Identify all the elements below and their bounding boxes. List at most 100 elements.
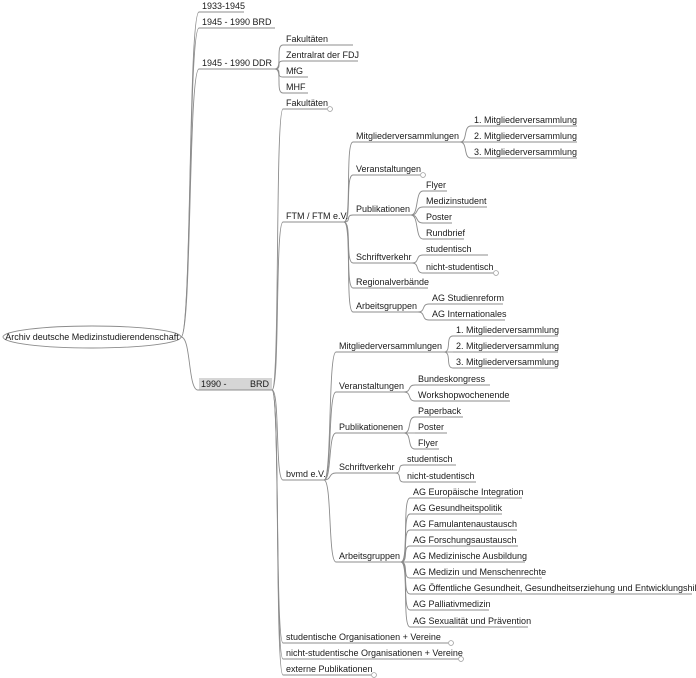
topic-label: Arbeitsgruppen xyxy=(339,551,400,561)
topic-fs1[interactable]: nicht-studentisch xyxy=(423,262,499,276)
topic-label: Veranstaltungen xyxy=(339,381,404,391)
topic-fm1[interactable]: 2. Mitgliederversammlung xyxy=(471,131,577,143)
topic-fak[interactable]: Fakultäten xyxy=(283,98,333,112)
topic-ba1[interactable]: AG Gesundheitspolitik xyxy=(410,503,503,515)
topic-d1[interactable]: Zentralrat der FDJ xyxy=(283,50,359,62)
topic-fp2[interactable]: Poster xyxy=(423,212,452,224)
topic-label: nicht-studentisch xyxy=(407,471,475,481)
topic-nst[interactable]: nicht-studentische Organisationen + Vere… xyxy=(283,648,464,662)
topic-label: Regionalverbände xyxy=(356,277,429,287)
topic-label: FTM / FTM e.V. xyxy=(286,211,348,221)
topic-fp0[interactable]: Flyer xyxy=(423,180,447,192)
topic-fa1[interactable]: AG Internationales xyxy=(429,309,507,321)
connector-d3 xyxy=(274,68,284,94)
topic-d3[interactable]: MHF xyxy=(283,82,308,94)
topic-ba6[interactable]: AG Öffentliche Gesundheit, Gesundheitser… xyxy=(410,583,696,595)
topic-frg[interactable]: Regionalverbände xyxy=(353,277,429,289)
topic-fmv[interactable]: Mitgliederversammlungen xyxy=(353,131,460,143)
topic-ba7[interactable]: AG Palliativmedizin xyxy=(410,599,491,611)
topic-label: studentische Organisationen + Vereine xyxy=(286,632,441,642)
topic-label: AG Internationales xyxy=(432,309,507,319)
topic-bmv[interactable]: Mitgliederversammlungen xyxy=(336,341,444,353)
topic-ba8[interactable]: AG Sexualität und Prävention xyxy=(410,616,531,628)
connector-bvm xyxy=(271,389,284,481)
topic-ba5[interactable]: AG Medizin und Menschenrechte xyxy=(410,567,546,579)
topic-fpb[interactable]: Publikationen xyxy=(353,204,411,216)
topic-label: AG Famulantenaustausch xyxy=(413,519,517,529)
topic-bag[interactable]: Arbeitsgruppen xyxy=(336,551,401,563)
topic-label: Fakultäten xyxy=(286,98,328,108)
connector-fak xyxy=(271,108,284,391)
topic-be0[interactable]: Bundeskongress xyxy=(415,374,490,386)
connector-ba8 xyxy=(400,561,411,628)
topic-label: bvmd e.V. xyxy=(286,469,326,479)
topic-ftm[interactable]: FTM / FTM e.V. xyxy=(283,211,348,223)
topic-bp0[interactable]: Paperback xyxy=(415,406,463,418)
topic-p45d[interactable]: 1945 - 1990 DDR xyxy=(199,58,275,70)
topic-d0[interactable]: Fakultäten xyxy=(283,34,353,46)
topic-d2[interactable]: MfG xyxy=(283,66,308,78)
topic-label: AG Medizinische Ausbildung xyxy=(413,551,527,561)
collapse-knob-icon[interactable] xyxy=(327,106,333,112)
topic-ba4[interactable]: AG Medizinische Ausbildung xyxy=(410,551,527,563)
topic-fp3[interactable]: Rundbrief xyxy=(423,228,466,240)
topic-label: 1945 - 1990 DDR xyxy=(202,58,273,68)
connector-bp0 xyxy=(403,416,416,434)
topic-fev[interactable]: Veranstaltungen xyxy=(353,164,426,178)
topic-bs0[interactable]: studentisch xyxy=(404,454,456,466)
root-label: Archiv deutsche Medizinstudierendenschaf… xyxy=(5,332,179,342)
connector-fm2 xyxy=(459,141,472,159)
topic-fag[interactable]: Arbeitsgruppen xyxy=(353,301,418,313)
topic-label: nicht-studentische Organisationen + Vere… xyxy=(286,648,463,658)
topic-label: Paperback xyxy=(418,406,462,416)
topic-fsv[interactable]: Schriftverkehr xyxy=(353,252,412,264)
topic-bsv[interactable]: Schriftverkehr xyxy=(336,462,395,474)
topic-label: AG Öffentliche Gesundheit, Gesundheitser… xyxy=(413,583,696,593)
topic-fa0[interactable]: AG Studienreform xyxy=(429,293,504,305)
collapse-knob-icon[interactable] xyxy=(371,672,377,678)
topic-ba3[interactable]: AG Forschungsaustausch xyxy=(410,535,518,547)
connector-fag xyxy=(343,221,354,313)
root-topic[interactable]: Archiv deutsche Medizinstudierendenschaf… xyxy=(2,325,182,349)
topic-label: externe Publikationen xyxy=(286,664,373,674)
topic-bm0[interactable]: 1. Mitgliederversammlung xyxy=(453,325,559,337)
collapse-knob-icon[interactable] xyxy=(458,656,464,662)
collapse-knob-icon[interactable] xyxy=(420,172,426,178)
topic-ba0[interactable]: AG Europäische Integration xyxy=(410,487,524,499)
connector-fs0 xyxy=(411,254,424,264)
topic-label: Mitgliederversammlungen xyxy=(339,341,442,351)
connector-fp0 xyxy=(410,190,424,216)
connector-ba3 xyxy=(400,545,411,563)
topic-bm1[interactable]: 2. Mitgliederversammlung xyxy=(453,341,559,353)
topic-label: 1. Mitgliederversammlung xyxy=(474,115,577,125)
topic-bpb[interactable]: Publikationenen xyxy=(336,422,404,434)
topic-p33[interactable]: 1933-1945 xyxy=(199,1,245,13)
topic-p90[interactable]: 1990 -BRD xyxy=(198,378,272,391)
topic-bp1[interactable]: Poster xyxy=(415,422,447,434)
connector-be1 xyxy=(403,391,416,402)
topic-p45b[interactable]: 1945 - 1990 BRD xyxy=(199,17,275,29)
topic-fm0[interactable]: 1. Mitgliederversammlung xyxy=(471,115,577,127)
topic-label: Flyer xyxy=(418,438,438,448)
topic-label: AG Forschungsaustausch xyxy=(413,535,517,545)
topic-fs0[interactable]: studentisch xyxy=(423,244,488,256)
topic-be1[interactable]: Workshopwochenende xyxy=(415,390,510,402)
collapse-knob-icon[interactable] xyxy=(493,270,499,276)
topic-bev[interactable]: Veranstaltungen xyxy=(336,381,404,393)
topic-bs1[interactable]: nicht-studentisch xyxy=(404,471,476,483)
topic-ext[interactable]: externe Publikationen xyxy=(283,664,377,678)
topic-fp1[interactable]: Medizinstudent xyxy=(423,196,487,208)
topic-ba2[interactable]: AG Famulantenaustausch xyxy=(410,519,517,531)
topic-bp2[interactable]: Flyer xyxy=(415,438,439,450)
topic-stu[interactable]: studentische Organisationen + Vereine xyxy=(283,632,454,646)
connector-bm2 xyxy=(443,351,454,369)
topic-fm2[interactable]: 3. Mitgliederversammlung xyxy=(471,147,577,159)
topic-label: Arbeitsgruppen xyxy=(356,301,417,311)
collapse-knob-icon[interactable] xyxy=(448,640,454,646)
topic-bvm[interactable]: bvmd e.V. xyxy=(283,469,326,481)
topic-bm2[interactable]: 3. Mitgliederversammlung xyxy=(453,357,559,369)
connector-be0 xyxy=(403,384,416,393)
connector-fpb xyxy=(343,214,354,223)
